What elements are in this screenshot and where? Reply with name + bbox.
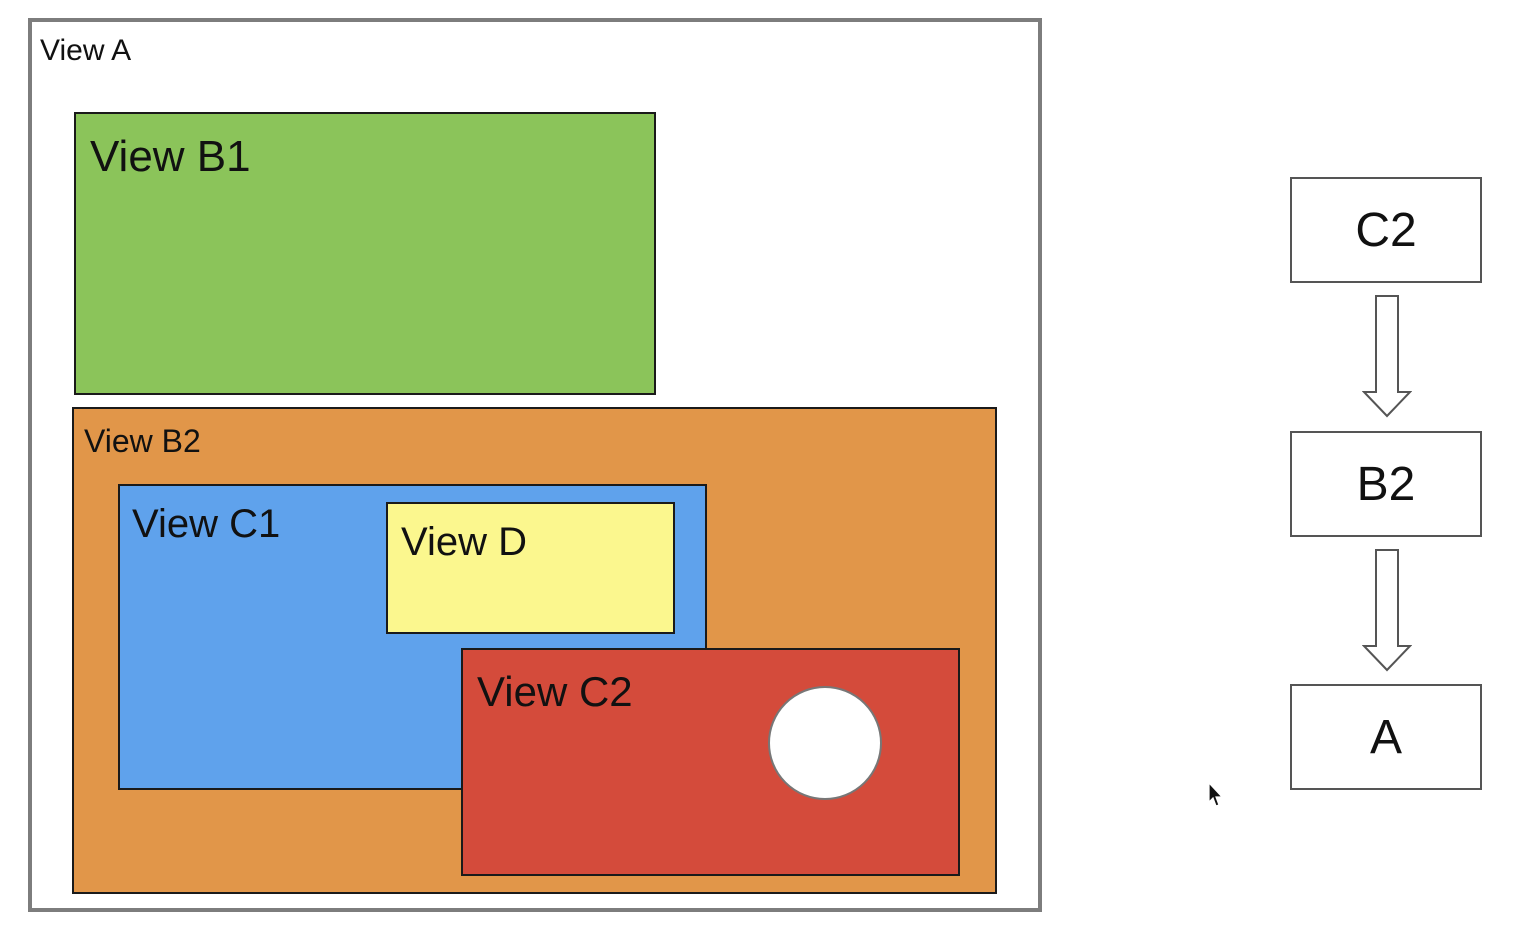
hierarchy-node-b2: B2 bbox=[1290, 431, 1482, 537]
view-a-label: View A bbox=[40, 34, 132, 67]
view-d-box: View D bbox=[386, 502, 675, 634]
view-c1-label: View C1 bbox=[132, 502, 281, 546]
view-d-label: View D bbox=[401, 520, 527, 564]
down-arrow-icon bbox=[1362, 295, 1412, 418]
view-c2-label: View C2 bbox=[477, 668, 633, 715]
hierarchy-node-a: A bbox=[1290, 684, 1482, 790]
hierarchy-node-c2: C2 bbox=[1290, 177, 1482, 283]
down-arrow-icon bbox=[1362, 549, 1412, 672]
view-b1-box: View B1 bbox=[74, 112, 656, 395]
view-b1-label: View B1 bbox=[90, 132, 251, 181]
touch-point-circle bbox=[768, 686, 882, 800]
view-b2-label: View B2 bbox=[84, 423, 201, 459]
mouse-pointer-icon bbox=[1208, 782, 1224, 807]
view-c2-box: View C2 bbox=[461, 648, 960, 876]
